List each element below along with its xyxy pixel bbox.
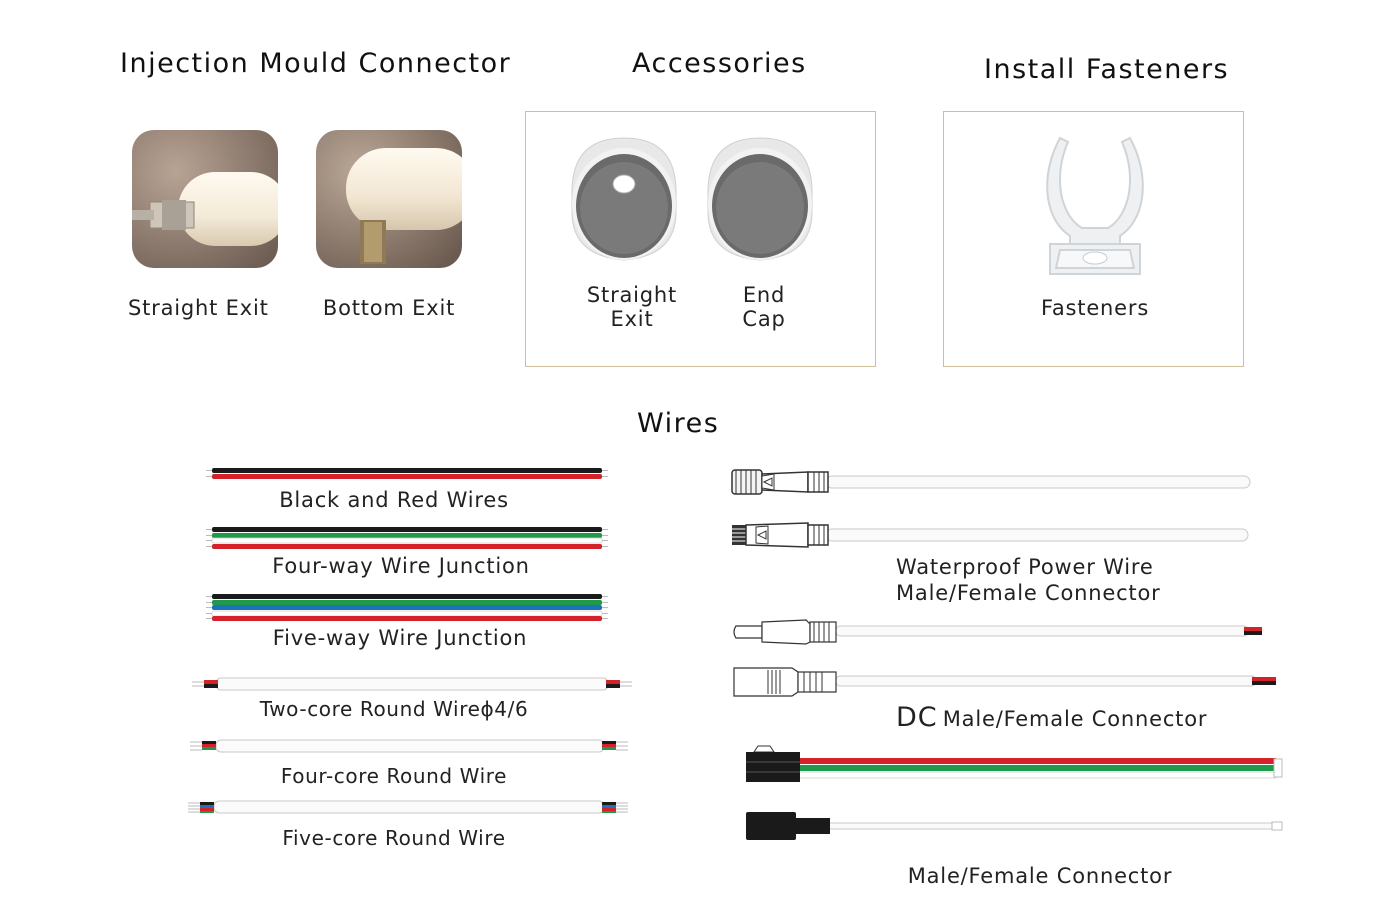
dc-prefix: DC: [896, 702, 938, 733]
bottom-exit-photo: [316, 130, 462, 268]
four-way-wire-label: Four-way Wire Junction: [272, 554, 530, 578]
five-way-wire-label: Five-way Wire Junction: [272, 626, 528, 650]
straight-exit-photo: [132, 130, 278, 268]
straight-exit-label: Straight Exit: [128, 296, 269, 320]
dc-label-rest: Male/Female Connector: [942, 707, 1208, 731]
injection-title: Injection Mould Connector: [120, 48, 512, 79]
four-core-round-wire-image: [190, 738, 630, 754]
five-core-round-wire-image: [188, 799, 630, 815]
straight-exit-cap-image: [566, 134, 682, 262]
accessories-title: Accessories: [632, 48, 807, 79]
waterproof-female-connector-image: [728, 466, 1252, 498]
five-core-round-wire-label: Five-core Round Wire: [282, 826, 506, 850]
male-female-connector-label: Male/Female Connector: [907, 864, 1173, 888]
bottom-exit-label: Bottom Exit: [322, 296, 456, 320]
black-red-wire-label: Black and Red Wires: [279, 488, 509, 512]
dc-male-connector-image: [732, 618, 1272, 646]
end-cap-image: [702, 134, 818, 262]
dc-female-connector-image: [732, 664, 1284, 698]
four-way-wire-image: [206, 526, 608, 550]
wires-title: Wires: [637, 408, 720, 439]
waterproof-connector-label: Waterproof Power Wire Male/Female Connec…: [896, 555, 1161, 605]
three-pin-connector-female-image: [744, 808, 1284, 844]
four-core-round-wire-label: Four-core Round Wire: [280, 764, 508, 788]
two-core-round-wire-label: Two-core Round Wireϕ4/6: [259, 697, 529, 721]
accessory-end-cap-label: End Cap: [742, 283, 786, 331]
two-core-round-wire-image: [192, 676, 632, 692]
fasteners-label: Fasteners: [1040, 296, 1150, 320]
fastener-clip-image: [1030, 128, 1160, 280]
fasteners-title: Install Fasteners: [984, 54, 1230, 85]
waterproof-male-connector-image: [728, 519, 1252, 551]
five-way-wire-image: [206, 593, 608, 623]
accessory-straight-exit-label: Straight Exit: [586, 283, 678, 331]
black-red-wire-image: [206, 466, 608, 482]
dc-connector-label: DC Male/Female Connector: [896, 702, 1207, 733]
three-pin-connector-image: [744, 744, 1284, 784]
